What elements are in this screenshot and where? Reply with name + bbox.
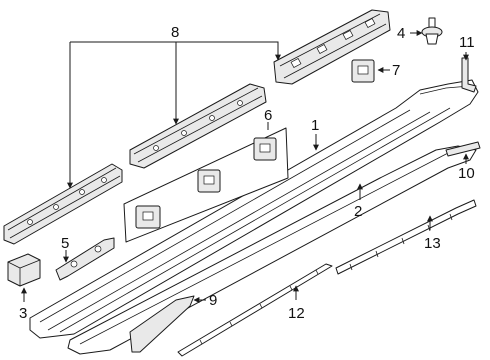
callout-1: 1 bbox=[311, 117, 319, 134]
callout-10: 10 bbox=[458, 165, 475, 182]
part-1-rocker-molding bbox=[29, 79, 479, 339]
part-4-push-pin bbox=[421, 17, 443, 45]
part-8-middle-channel bbox=[129, 83, 267, 169]
callout-4: 4 bbox=[397, 25, 405, 42]
part-10-trim-strip bbox=[445, 141, 481, 157]
callout-6: 6 bbox=[264, 107, 272, 124]
callout-3: 3 bbox=[19, 305, 27, 322]
callout-9: 9 bbox=[209, 292, 217, 309]
callout-7: 7 bbox=[392, 62, 400, 79]
part-7-clip bbox=[351, 59, 375, 83]
part-2-outer-panel bbox=[67, 145, 477, 355]
callout-8: 8 bbox=[171, 24, 179, 41]
part-9-end-cap bbox=[129, 295, 195, 353]
part-13-lower-molding bbox=[335, 199, 477, 275]
callout-13: 13 bbox=[424, 235, 441, 252]
callout-labels: 8 4 11 7 1 6 2 10 13 12 9 5 3 bbox=[19, 24, 475, 322]
callout-11: 11 bbox=[459, 34, 475, 51]
part-3-bumper-block bbox=[7, 253, 41, 287]
callout-5: 5 bbox=[61, 235, 69, 252]
part-8-upper-channel bbox=[273, 9, 391, 85]
part-6-clip-set bbox=[123, 127, 289, 243]
part-5-bracket bbox=[55, 237, 115, 281]
leader-lines bbox=[21, 30, 469, 303]
callout-2: 2 bbox=[354, 203, 362, 220]
callout-12: 12 bbox=[288, 305, 305, 322]
part-8-lower-channel bbox=[3, 163, 123, 245]
part-11-bracket bbox=[461, 57, 477, 93]
